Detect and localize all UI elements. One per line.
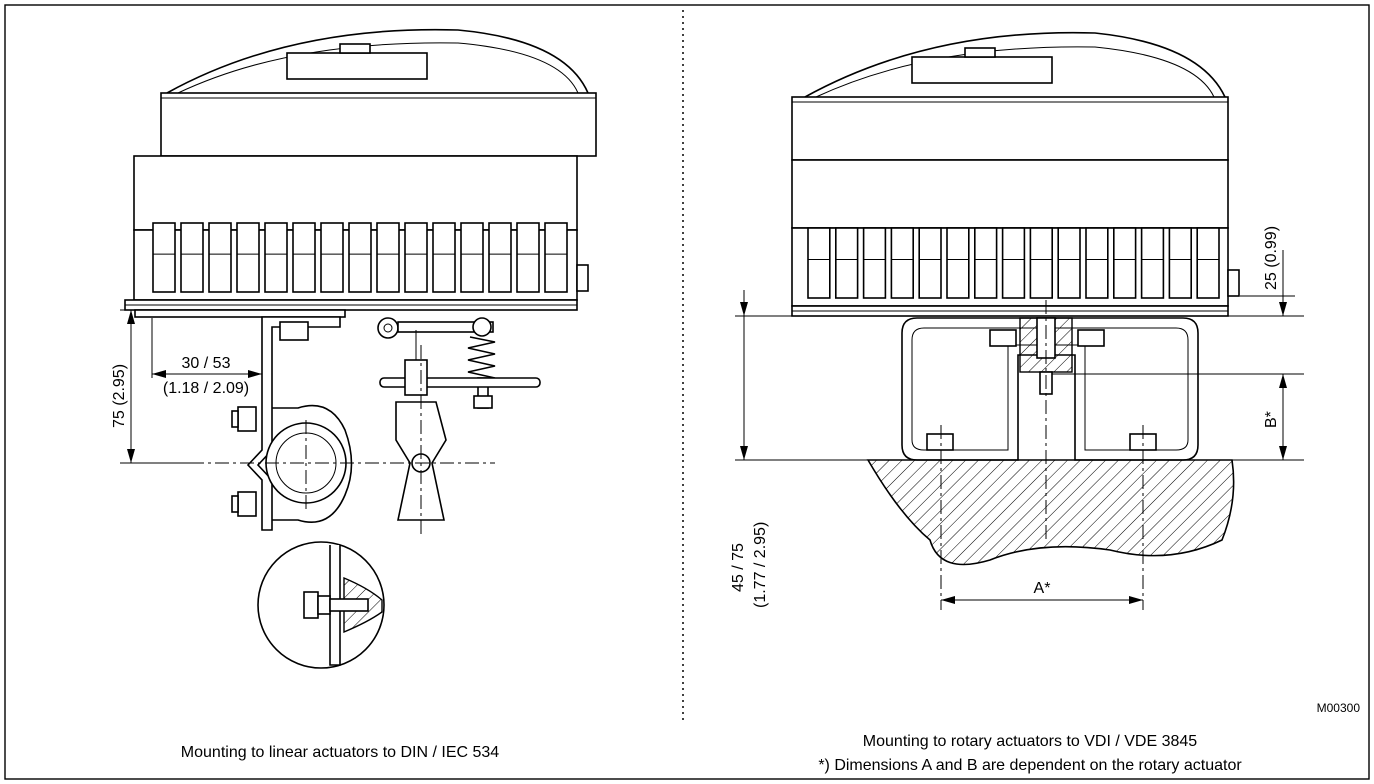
left-housing-middle	[133, 155, 578, 231]
cooling-fin	[320, 222, 344, 293]
cooling-fin	[432, 222, 456, 293]
cooling-fin	[208, 222, 232, 293]
cooling-fin	[292, 222, 316, 293]
cooling-fin	[1085, 227, 1109, 299]
left-offset-dim-in: (1.18 / 2.09)	[163, 380, 249, 397]
right-height-dim-in: (1.77 / 2.95)	[752, 522, 769, 608]
cooling-fin	[834, 227, 859, 299]
right-height-dim-mm: 45 / 75	[730, 543, 747, 592]
left-offset-dim-mm: 30 / 53	[182, 355, 231, 372]
right-b-dim: B*	[1263, 411, 1280, 428]
cooling-fin	[862, 227, 887, 299]
cooling-fin	[890, 227, 915, 299]
left-positioner	[124, 28, 597, 311]
cooling-fin	[460, 222, 484, 293]
right-mounting-frame	[901, 317, 1199, 461]
cooling-fin	[516, 222, 540, 293]
left-spring	[467, 336, 496, 379]
cooling-fin	[918, 227, 942, 299]
cooling-fin	[180, 222, 204, 293]
cooling-fin	[1196, 227, 1220, 299]
right-rotary-actuator-body	[866, 459, 1235, 566]
right-dome	[804, 31, 1226, 98]
cooling-fin	[946, 227, 970, 299]
cooling-fin	[544, 222, 568, 293]
right-caption-line1: Mounting to rotary actuators to VDI / VD…	[862, 733, 1198, 750]
left-follower-arm	[379, 377, 541, 388]
left-u-clamp	[272, 404, 353, 524]
cooling-fin	[1029, 227, 1054, 299]
cooling-fin	[236, 222, 260, 293]
right-a-dim: A*	[1034, 580, 1051, 597]
cooling-fin	[404, 222, 428, 293]
right-display-window	[911, 56, 1053, 84]
cooling-fin	[1113, 227, 1137, 299]
left-display-window	[286, 52, 428, 80]
right-housing-middle	[791, 159, 1229, 229]
cooling-fin	[1140, 227, 1165, 299]
cooling-fin	[348, 222, 372, 293]
drawing-code: M00300	[1317, 701, 1361, 715]
cooling-fin	[264, 222, 288, 293]
right-top-dim: 25 (0.99)	[1263, 226, 1280, 290]
right-caption-line2: *) Dimensions A and B are dependent on t…	[818, 757, 1242, 774]
left-mounting-kit	[134, 309, 541, 669]
cooling-fin	[488, 222, 512, 293]
left-dimensions: 75 (2.95) 30 / 53 (1.18 / 2.09)	[111, 309, 262, 464]
right-positioner	[791, 31, 1240, 317]
cooling-fin	[1001, 227, 1026, 299]
left-caption: Mounting to linear actuators to DIN / IE…	[180, 744, 500, 761]
left-height-dim: 75 (2.95)	[111, 364, 128, 428]
left-feedback-lever	[397, 321, 494, 333]
cooling-fin	[376, 222, 400, 293]
cooling-fin	[807, 227, 831, 299]
sheet-frame	[4, 4, 1370, 780]
cooling-fin	[1057, 227, 1081, 299]
right-dimensions: 25 (0.99) B* 45 / 75 (1.77 / 2.95) A*	[730, 226, 1304, 608]
cooling-fin	[1168, 227, 1193, 299]
left-housing-top	[160, 92, 597, 157]
cooling-fin	[973, 227, 998, 299]
cooling-fin	[152, 222, 176, 293]
right-housing-top	[791, 96, 1229, 161]
left-dome	[166, 28, 589, 94]
right-mounting-kit	[866, 300, 1235, 610]
